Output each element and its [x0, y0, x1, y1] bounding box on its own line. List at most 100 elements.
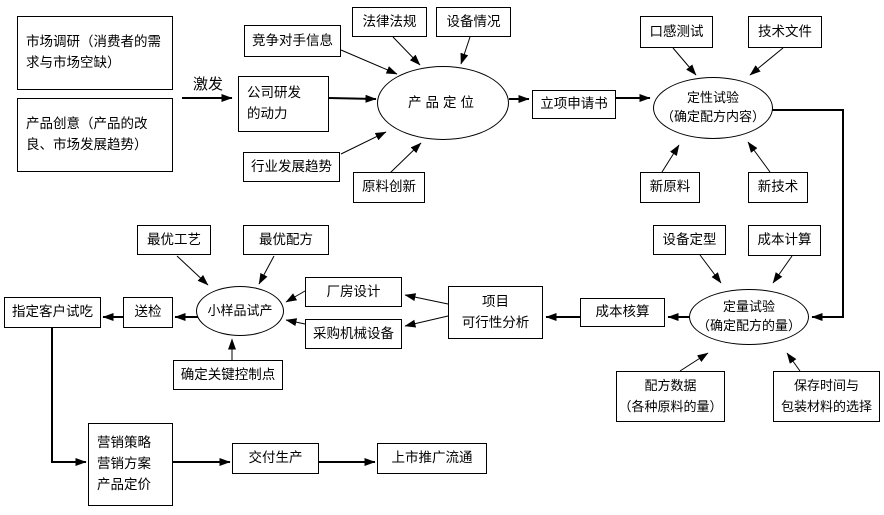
market-launch-box-text-line: 上市推广流通: [391, 450, 473, 466]
edge-optimal-formula-box-to-sample-trial-ellipse: [258, 255, 275, 285]
market-research-box-text-line: 求与市场空缺）: [26, 55, 121, 71]
edge-formula-data-box-to-quantitative-test-ellipse: [679, 352, 709, 372]
edge-new-technology-box-to-qualitative-test-ellipse: [747, 141, 771, 173]
edge-feasibility-analysis-box-to-machinery-purchase-box: [404, 315, 449, 328]
optimal-process-box: 最优工艺: [137, 225, 211, 255]
product-idea-box-text-line: 良、市场发展趋势）: [26, 137, 148, 153]
edge-qualitative-test-ellipse-to-quantitative-test-ellipse: [772, 109, 844, 321]
quantitative-test-ellipse: 定量试验 （确定配方的量）: [689, 289, 809, 345]
machinery-purchase-box: 采购机械设备: [305, 319, 402, 349]
tech-document-box-text-line: 技术文件: [758, 23, 812, 40]
production-delivery-box: 交付生产: [232, 443, 319, 474]
taste-test-box-text-line: 口感测试: [649, 23, 704, 40]
key-control-point-box-text-line: 确定关键控制点: [180, 366, 276, 383]
product-positioning-ellipse-text-line: 产品定位: [408, 94, 478, 111]
tech-document-box: 技术文件: [748, 16, 822, 48]
formula-data-box-text-line: 配方数据: [644, 378, 697, 394]
plant-design-box: 厂房设计: [305, 277, 402, 307]
marketing-plan-box-text-line: 营销策略: [97, 435, 151, 451]
industry-trend-box-text-line: 行业发展趋势: [251, 158, 332, 175]
cost-calculation-box: 成本计算: [748, 225, 821, 256]
competitor-info-box: 竞争对手信息: [244, 25, 341, 57]
market-launch-box: 上市推广流通: [377, 443, 487, 474]
market-research-box: 市场调研（消费者的需求与市场空缺）: [17, 16, 173, 90]
optimal-process-box-text-line: 最优工艺: [147, 231, 201, 248]
inspection-box-text-line: 送检: [134, 304, 162, 320]
edge-feasibility-analysis-box-to-plant-design-box: [404, 293, 449, 305]
equipment-status-box: 设备情况: [436, 7, 511, 37]
feasibility-analysis-box-text-line: 项目: [482, 293, 509, 310]
edge-taste-test-box-to-qualitative-test-ellipse: [672, 47, 697, 76]
excite-label-text-line: 激发: [192, 74, 223, 93]
new-material-box-text-line: 新原料: [649, 179, 691, 195]
competitor-info-box-text-line: 竞争对手信息: [252, 32, 333, 49]
edge-competitor-info-box-to-product-positioning-ellipse: [340, 49, 398, 75]
excite-label: 激发: [188, 73, 228, 95]
edge-customer-tasting-box-to-marketing-plan-box: [51, 328, 87, 466]
equipment-finalization-box-text-line: 设备定型: [662, 231, 717, 248]
sample-trial-ellipse-text-line: 小样品试产: [207, 303, 273, 319]
edge-plant-design-box-to-sample-trial-ellipse: [285, 290, 306, 303]
industry-trend-box: 行业发展趋势: [243, 152, 340, 182]
cost-calculation-box-text-line: 成本计算: [757, 232, 812, 248]
storage-packaging-box: 保存时间与包装材料的选择: [773, 371, 880, 422]
edge-storage-packaging-box-to-quantitative-test-ellipse: [786, 352, 801, 372]
production-delivery-box-text-line: 交付生产: [248, 450, 303, 466]
feasibility-analysis-box: 项目可行性分析: [448, 286, 543, 339]
storage-packaging-box-text-line: 保存时间与: [793, 378, 859, 394]
cost-accounting-box: 成本核算: [580, 298, 665, 327]
new-technology-box-text-line: 新技术: [757, 179, 799, 195]
material-innovation-box: 原料创新: [353, 172, 425, 203]
product-positioning-ellipse: 产品定位: [377, 66, 509, 140]
product-idea-box-text-line: 产品创意（产品的改: [26, 116, 148, 132]
equipment-status-box-text-line: 设备情况: [446, 13, 501, 30]
marketing-plan-box-text-line: 产品定价: [97, 477, 151, 493]
edge-equipment-finalization-box-to-quantitative-test-ellipse: [699, 254, 722, 284]
company-rd-motivation-box-text-line: 公司研发: [247, 85, 301, 101]
edge-law-regulation-box-to-product-positioning-ellipse: [392, 36, 421, 66]
new-material-box: 新原料: [640, 172, 700, 203]
edge-material-innovation-box-to-product-positioning-ellipse: [389, 142, 422, 174]
new-technology-box: 新技术: [748, 172, 808, 203]
qualitative-test-ellipse-text-line: （确定配方内容）: [660, 110, 765, 125]
marketing-plan-box-text-line: 营销方案: [97, 456, 151, 472]
sample-trial-ellipse: 小样品试产: [196, 286, 284, 336]
project-application-box-text-line: 立项申请书: [540, 96, 608, 112]
edge-machinery-purchase-box-to-sample-trial-ellipse: [285, 318, 306, 327]
cost-accounting-box-text-line: 成本核算: [595, 304, 650, 320]
machinery-purchase-box-text-line: 采购机械设备: [313, 325, 394, 342]
edge-optimal-process-box-to-sample-trial-ellipse: [176, 255, 209, 286]
quantitative-test-ellipse-text-line: 定量试验: [722, 300, 775, 315]
feasibility-analysis-box-text-line: 可行性分析: [461, 314, 530, 331]
equipment-finalization-box: 设备定型: [653, 225, 726, 255]
customer-tasting-box-text-line: 指定客户试吃: [12, 304, 93, 320]
inspection-box: 送检: [123, 297, 173, 328]
marketing-plan-box: 营销策略营销方案产品定价: [88, 423, 173, 506]
material-innovation-box-text-line: 原料创新: [362, 179, 416, 195]
taste-test-box: 口感测试: [640, 16, 713, 48]
edge-cost-calculation-box-to-quantitative-test-ellipse: [772, 255, 793, 284]
project-application-box: 立项申请书: [532, 90, 616, 119]
storage-packaging-box-text-line: 包装材料的选择: [780, 399, 872, 415]
edge-company-rd-motivation-box-to-product-positioning-ellipse: [328, 94, 377, 103]
edge-tech-document-box-to-qualitative-test-ellipse: [749, 47, 784, 76]
formula-data-box: 配方数据（各种原料的量）: [616, 371, 725, 422]
edge-industry-trend-box-to-product-positioning-ellipse: [340, 131, 387, 155]
edge-new-material-box-to-qualitative-test-ellipse: [661, 144, 680, 173]
company-rd-motivation-box-text-line: 的动力: [247, 106, 288, 122]
edge-equipment-status-box-to-product-positioning-ellipse: [460, 36, 471, 65]
law-regulation-box: 法律法规: [352, 7, 427, 37]
customer-tasting-box: 指定客户试吃: [4, 297, 101, 328]
key-control-point-box: 确定关键控制点: [173, 360, 283, 390]
qualitative-test-ellipse: 定性试验 （确定配方内容）: [653, 77, 773, 139]
optimal-formula-box: 最优配方: [243, 225, 329, 255]
market-research-box-text-line: 市场调研（消费者的需: [26, 34, 161, 50]
qualitative-test-ellipse-text-line: 定性试验: [686, 91, 739, 106]
law-regulation-box-text-line: 法律法规: [362, 13, 417, 30]
plant-design-box-text-line: 厂房设计: [326, 283, 381, 300]
product-idea-box: 产品创意（产品的改良、市场发展趋势）: [17, 98, 173, 172]
company-rd-motivation-box: 公司研发的动力: [238, 76, 329, 132]
optimal-formula-box-text-line: 最优配方: [259, 231, 313, 248]
quantitative-test-ellipse-text-line: （确定配方的量）: [696, 319, 801, 334]
